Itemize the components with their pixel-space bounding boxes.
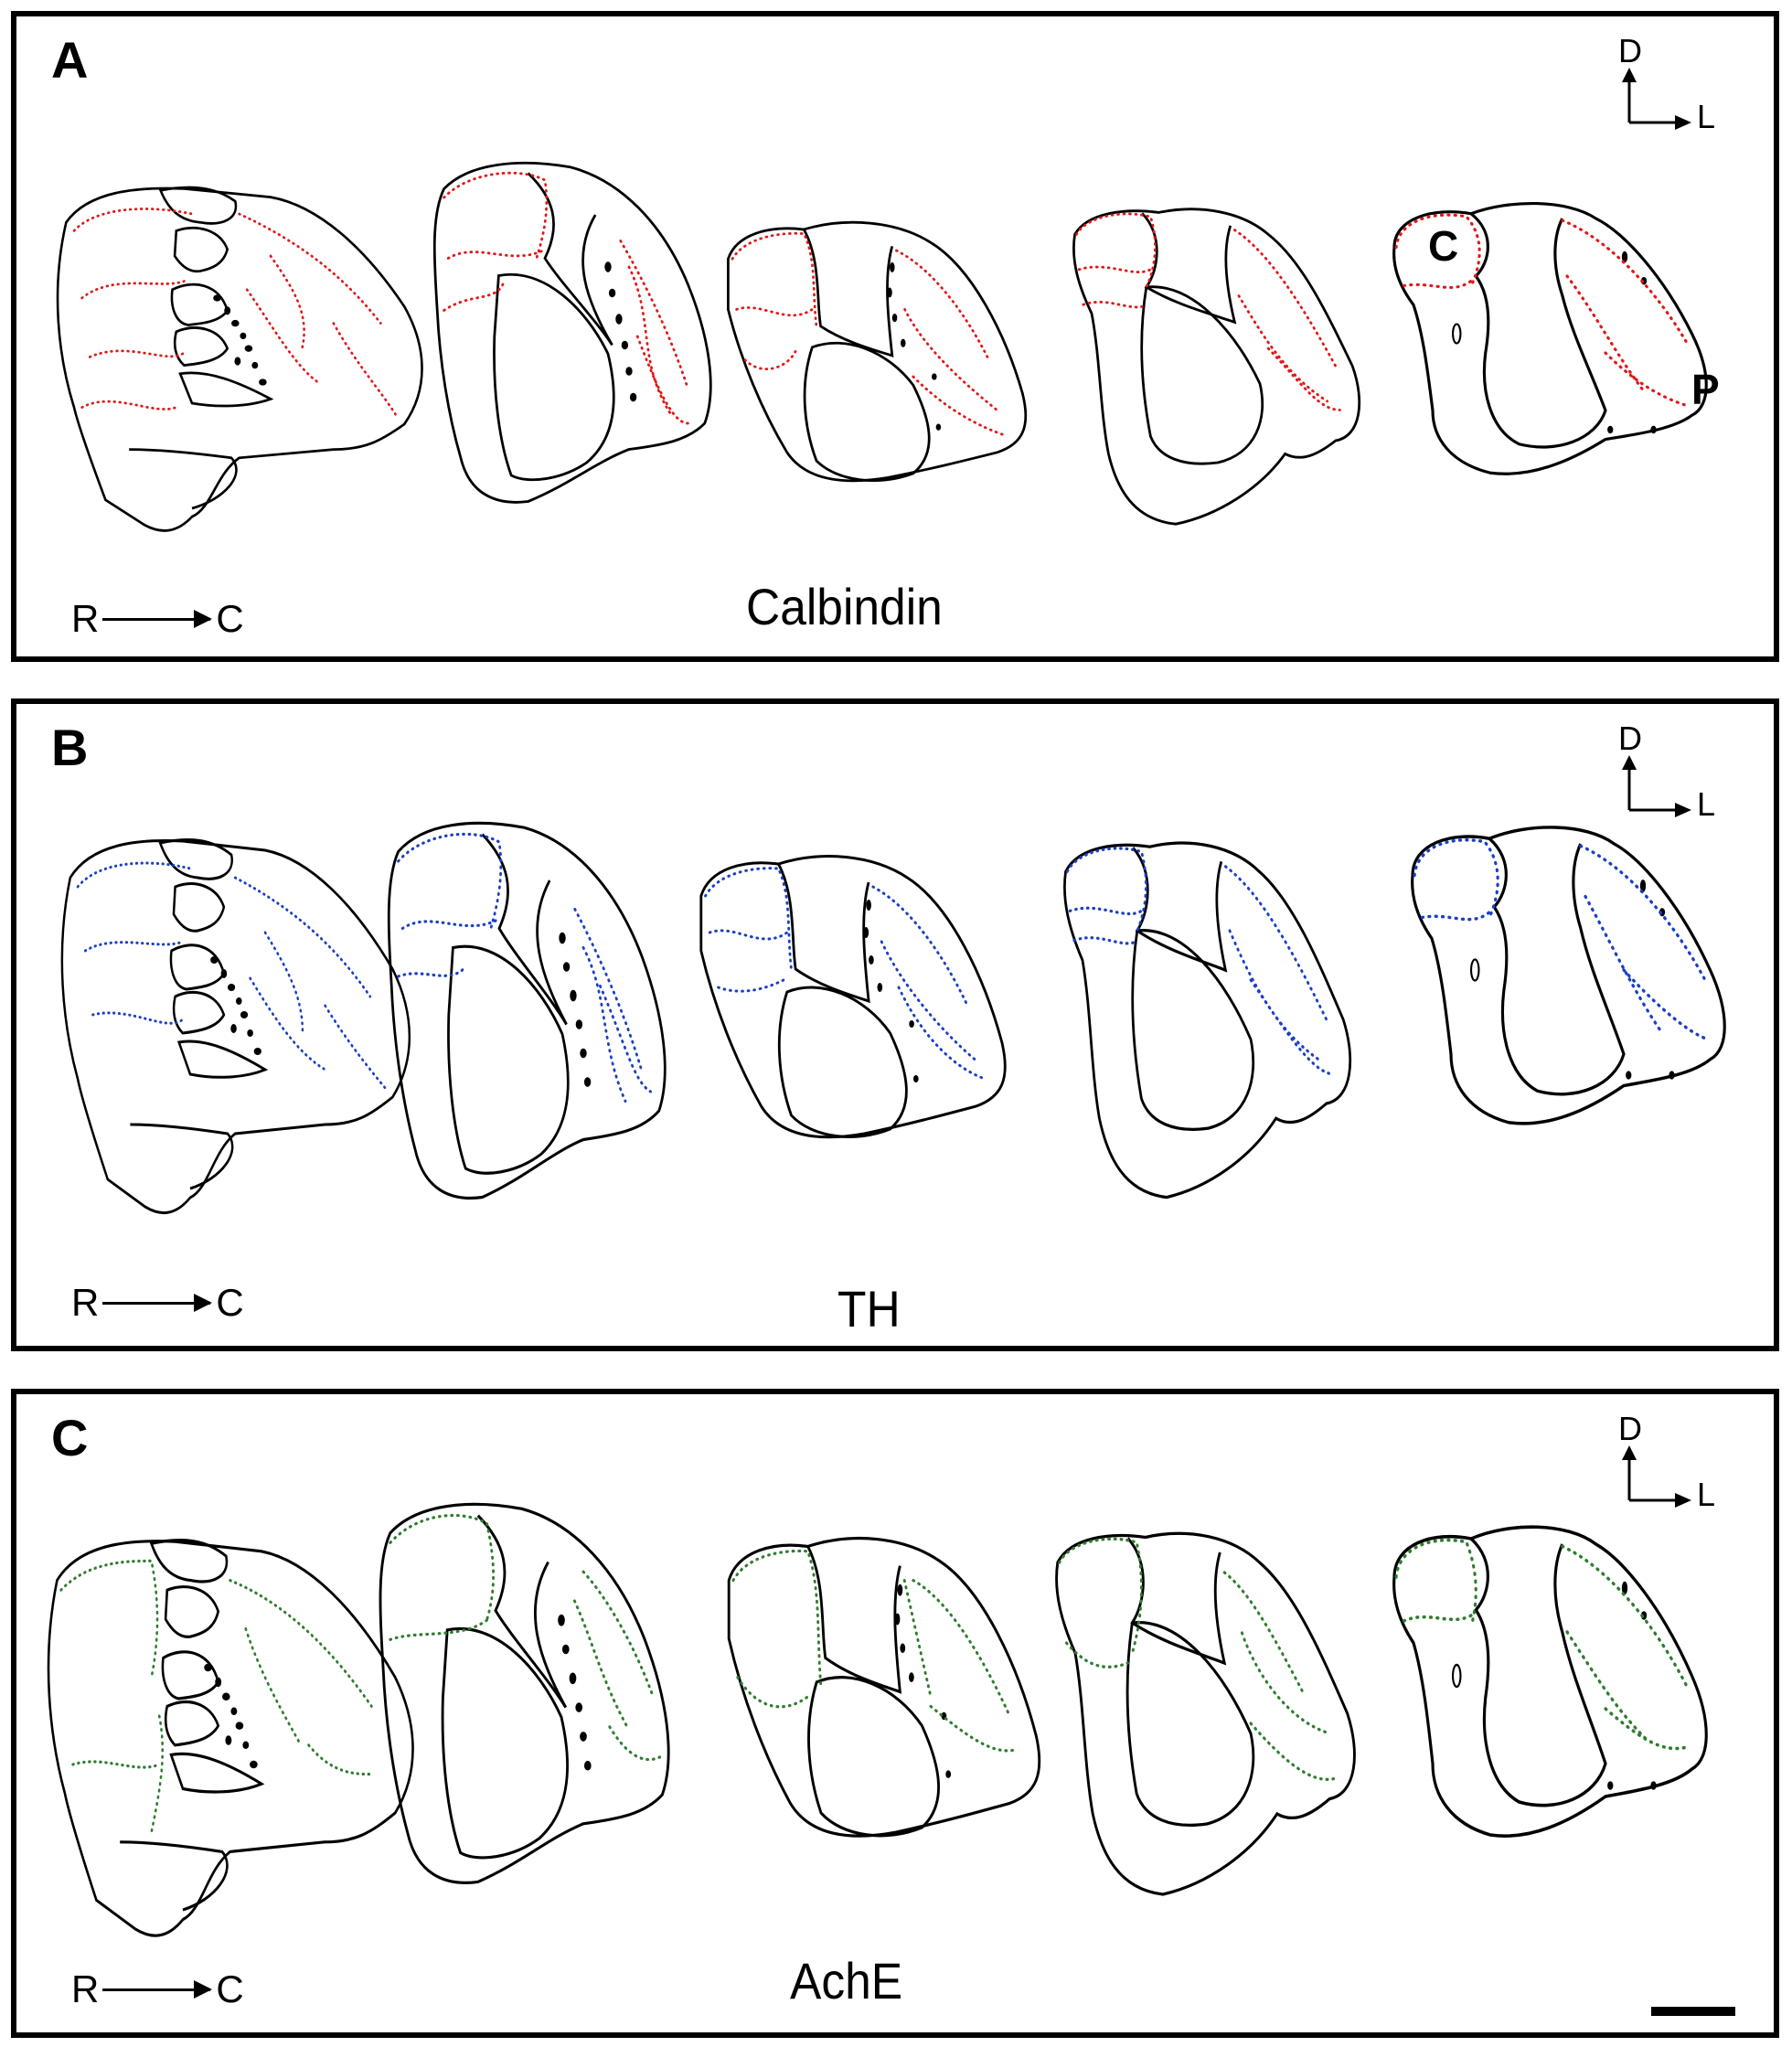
rostral-label: R bbox=[71, 597, 100, 640]
stain-label: TH bbox=[837, 1280, 901, 1338]
section-5 bbox=[1392, 1525, 1709, 1838]
section-2 bbox=[432, 161, 712, 504]
section-3 bbox=[699, 855, 1007, 1139]
rostral-label: R bbox=[71, 1967, 100, 2010]
panel-c-ache: C D L R C AchE bbox=[11, 1389, 1779, 2038]
section-outlines bbox=[47, 1502, 1709, 1937]
panel-letter: C bbox=[51, 1409, 89, 1466]
section-3 bbox=[727, 220, 1028, 483]
panel-b-th: B D L R C TH bbox=[11, 698, 1779, 1351]
lateral-label: L bbox=[1697, 98, 1716, 135]
panel-a-calbindin: A D L C P R C Calbindin bbox=[11, 11, 1779, 662]
section-1 bbox=[47, 1538, 415, 1937]
caudal-label: C bbox=[216, 597, 244, 640]
dorsal-label: D bbox=[1618, 32, 1642, 69]
section-4 bbox=[1062, 841, 1352, 1199]
putamen-label: P bbox=[1691, 366, 1720, 413]
arrow-right-icon bbox=[102, 609, 213, 628]
orientation-arrows-icon bbox=[1622, 1445, 1691, 1508]
rostral-caudal-indicator: R C bbox=[71, 1970, 244, 2009]
section-outlines bbox=[56, 161, 1708, 532]
scale-bar bbox=[1651, 2007, 1735, 2016]
dorsal-label: D bbox=[1618, 1410, 1642, 1447]
section-4 bbox=[1072, 208, 1361, 526]
section-1 bbox=[56, 186, 423, 532]
section-4 bbox=[1054, 1531, 1357, 1896]
caudate-label: C bbox=[1428, 222, 1459, 270]
stain-label: AchE bbox=[790, 1952, 903, 2010]
dorsal-label: D bbox=[1618, 720, 1642, 757]
section-5 bbox=[1392, 201, 1708, 475]
arrow-right-icon bbox=[102, 1293, 213, 1312]
section-3 bbox=[727, 1536, 1041, 1838]
rostral-caudal-indicator: R C bbox=[71, 600, 244, 638]
lateral-label: L bbox=[1697, 1476, 1716, 1513]
section-2 bbox=[379, 1502, 670, 1884]
rostral-label: R bbox=[71, 1281, 100, 1324]
panel-letter: B bbox=[51, 719, 89, 776]
section-5 bbox=[1410, 826, 1726, 1125]
orientation-arrows-icon bbox=[1622, 755, 1691, 817]
orientation-indicator: D L bbox=[1618, 722, 1719, 832]
orientation-indicator: D L bbox=[1618, 35, 1719, 144]
section-1 bbox=[60, 837, 411, 1215]
rostral-caudal-indicator: R C bbox=[71, 1284, 244, 1322]
lateral-label: L bbox=[1697, 785, 1716, 823]
caudal-label: C bbox=[216, 1967, 244, 2010]
section-2 bbox=[387, 821, 667, 1200]
caudal-label: C bbox=[216, 1281, 244, 1324]
stain-label: Calbindin bbox=[746, 578, 943, 635]
orientation-indicator: D L bbox=[1618, 1413, 1719, 1522]
section-outlines bbox=[60, 821, 1726, 1215]
orientation-arrows-icon bbox=[1622, 68, 1691, 130]
arrow-right-icon bbox=[102, 1979, 213, 1999]
panel-letter: A bbox=[51, 31, 89, 89]
